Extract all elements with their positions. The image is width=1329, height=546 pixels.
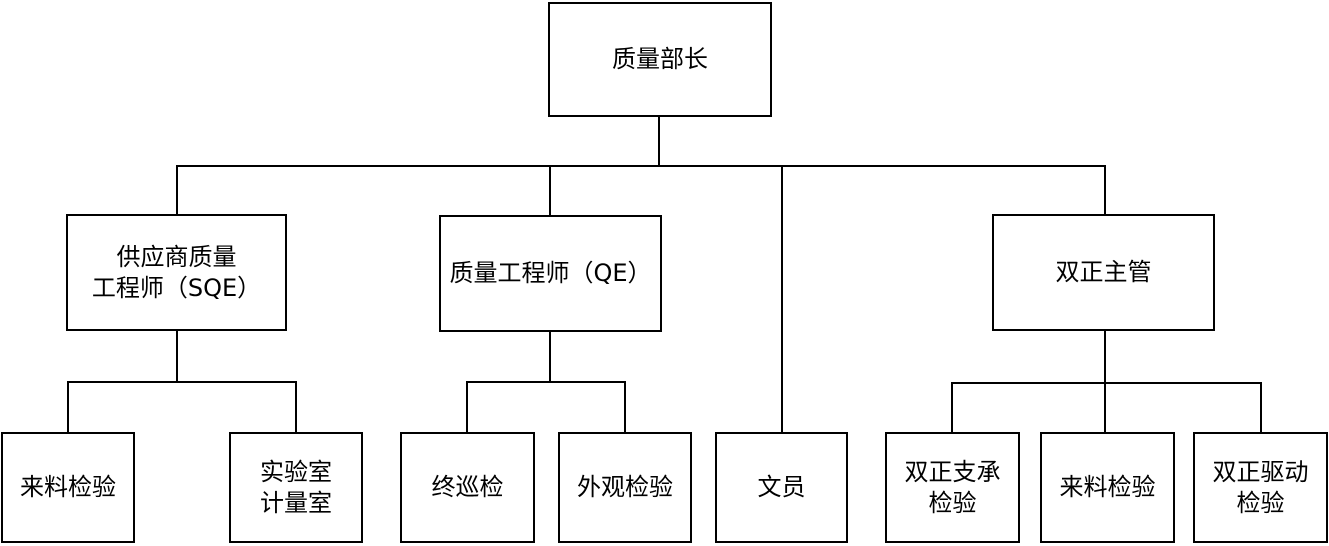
connector-incoming-inspection-drop: [67, 381, 69, 432]
connector-qe-drop: [549, 165, 551, 215]
connector-drive-inspection-drop: [1260, 382, 1262, 432]
org-node-label: 外观检验: [577, 473, 673, 501]
org-node-shuangzheng-supervisor: 双正主管: [992, 214, 1215, 331]
connector-supervisor-drop: [1104, 165, 1106, 214]
connector-root-stem: [658, 117, 660, 165]
org-node-quality-engineer: 质量工程师（QE）: [439, 215, 662, 332]
org-node-label: 来料检验: [20, 473, 116, 501]
org-node-label: 文员: [757, 473, 806, 501]
org-node-lab-metrology-room: 实验室 计量室: [229, 432, 363, 543]
org-node-supplier-quality-engineer: 供应商质量 工程师（SQE）: [66, 214, 287, 331]
connector-supervisor-children-bus: [951, 382, 1262, 384]
org-node-incoming-inspection-sqe: 来料检验: [1, 432, 135, 543]
connector-clerk-drop: [781, 165, 783, 432]
org-node-shuangzheng-drive-inspection: 双正驱动 检验: [1193, 432, 1328, 543]
org-node-quality-director: 质量部长: [548, 2, 772, 117]
org-node-label: 双正支承 检验: [904, 457, 1001, 517]
connector-sqe-children-bus: [67, 381, 297, 383]
org-node-label: 来料检验: [1059, 473, 1156, 501]
connector-main-bus: [176, 165, 1106, 167]
org-node-clerk: 文员: [715, 432, 848, 543]
org-node-label: 终巡检: [431, 473, 504, 501]
connector-lab-drop: [295, 381, 297, 432]
connector-supervisor-stem: [1104, 331, 1106, 432]
connector-qe-stem: [549, 332, 551, 381]
org-node-label: 双正主管: [1055, 258, 1152, 286]
connector-appearance-drop: [624, 381, 626, 432]
org-node-final-patrol-inspection: 终巡检: [400, 432, 535, 543]
org-node-label: 质量部长: [612, 45, 708, 73]
connector-sqe-drop: [176, 165, 178, 214]
org-node-appearance-inspection: 外观检验: [558, 432, 692, 543]
org-node-shuangzheng-support-inspection: 双正支承 检验: [885, 432, 1020, 543]
org-node-label: 质量工程师（QE）: [449, 259, 652, 287]
connector-final-patrol-drop: [466, 381, 468, 432]
org-node-label: 供应商质量 工程师（SQE）: [91, 242, 262, 302]
org-node-label: 实验室 计量室: [260, 457, 332, 517]
org-node-incoming-inspection-szg: 来料检验: [1040, 432, 1175, 543]
connector-qe-children-bus: [466, 381, 626, 383]
connector-sqe-stem: [176, 331, 178, 381]
connector-support-inspection-drop: [951, 382, 953, 432]
org-node-label: 双正驱动 检验: [1212, 457, 1309, 517]
